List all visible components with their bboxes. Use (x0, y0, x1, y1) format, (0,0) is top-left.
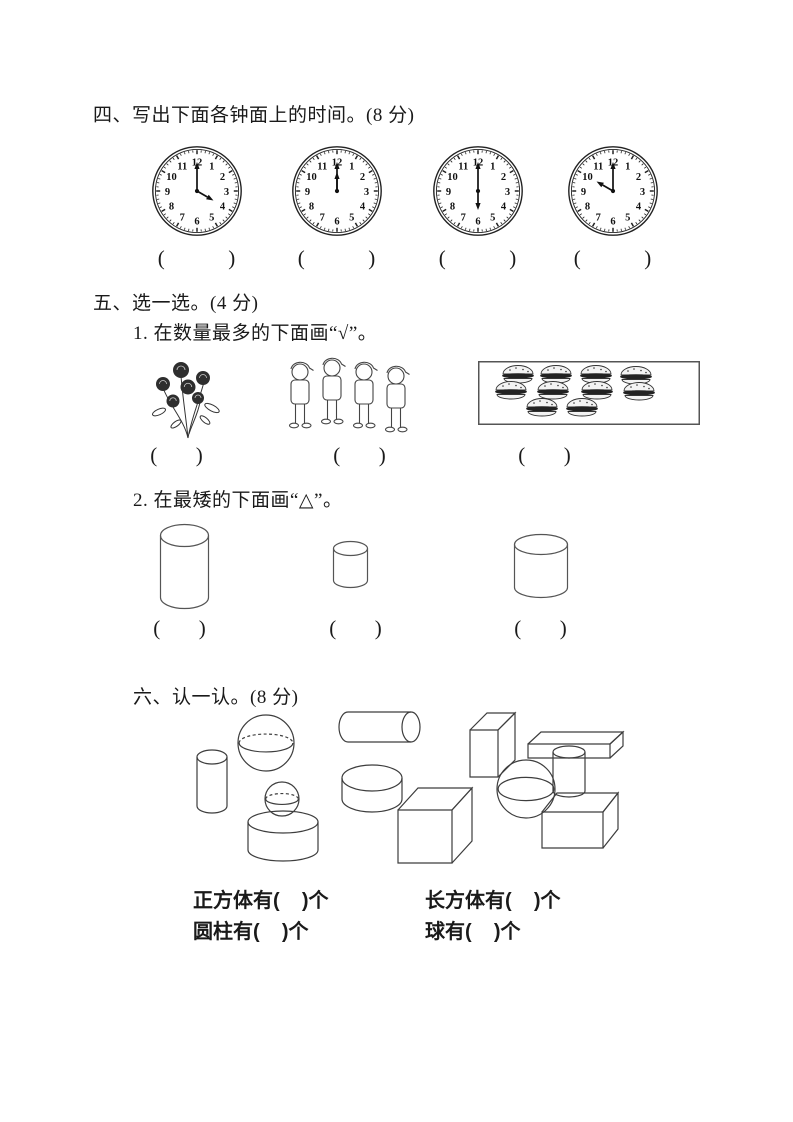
svg-text:5: 5 (349, 212, 354, 223)
answer-blank: ( ) (329, 616, 383, 640)
svg-text:7: 7 (320, 212, 325, 223)
svg-text:2: 2 (636, 172, 641, 183)
section5-q1-text: 1. 在数量最多的下面画“√”。 (133, 323, 378, 344)
cylinder-medium (513, 533, 569, 599)
answer-blank: ( ) (514, 616, 568, 640)
svg-text:6: 6 (194, 216, 199, 227)
svg-text:11: 11 (458, 161, 468, 172)
shapes-scene (190, 702, 690, 880)
answer-cylinder-count: 圆柱有( )个 (193, 921, 309, 943)
answer-blank: ( ) (573, 246, 653, 270)
svg-text:3: 3 (364, 187, 369, 198)
svg-text:8: 8 (169, 202, 174, 213)
svg-text:10: 10 (306, 172, 317, 183)
section4-title: 四、写出下面各钟面上的时间。(8 分) (93, 105, 415, 126)
section5-q2-text: 2. 在最矮的下面画“△”。 (133, 490, 343, 511)
svg-text:4: 4 (501, 202, 507, 213)
svg-text:4: 4 (220, 202, 226, 213)
section5-title: 五、选一选。(4 分) (93, 293, 259, 314)
svg-text:11: 11 (317, 161, 327, 172)
svg-text:4: 4 (636, 202, 642, 213)
answer-blank: ( ) (438, 246, 518, 270)
svg-text:4: 4 (360, 202, 366, 213)
svg-text:9: 9 (581, 187, 586, 198)
answer-blank: ( ) (333, 443, 387, 467)
svg-text:6: 6 (610, 216, 615, 227)
svg-text:10: 10 (447, 172, 458, 183)
svg-text:1: 1 (209, 161, 214, 172)
svg-text:10: 10 (166, 172, 177, 183)
svg-text:9: 9 (446, 187, 451, 198)
cylinder-tall (159, 523, 210, 610)
svg-text:8: 8 (309, 202, 314, 213)
svg-text:5: 5 (209, 212, 214, 223)
svg-text:11: 11 (177, 161, 187, 172)
svg-text:9: 9 (165, 187, 170, 198)
answer-blank: ( ) (297, 246, 377, 270)
svg-text:8: 8 (585, 202, 590, 213)
svg-text:11: 11 (593, 161, 603, 172)
svg-text:8: 8 (450, 202, 455, 213)
svg-text:2: 2 (501, 172, 506, 183)
svg-text:6: 6 (475, 216, 480, 227)
svg-text:9: 9 (305, 187, 310, 198)
answer-sphere-count: 球有( )个 (425, 921, 521, 943)
answer-blank: ( ) (157, 246, 237, 270)
svg-text:1: 1 (625, 161, 630, 172)
svg-text:5: 5 (490, 212, 495, 223)
svg-text:10: 10 (582, 172, 593, 183)
answer-blank: ( ) (150, 443, 204, 467)
svg-text:1: 1 (490, 161, 495, 172)
svg-text:3: 3 (224, 187, 229, 198)
answer-cube-count: 正方体有( )个 (193, 890, 329, 912)
flowers-image (148, 356, 228, 440)
svg-text:3: 3 (505, 187, 510, 198)
svg-text:2: 2 (360, 172, 365, 183)
answer-blank: ( ) (518, 443, 572, 467)
svg-text:1: 1 (349, 161, 354, 172)
answer-cuboid-count: 长方体有( )个 (425, 890, 561, 912)
svg-text:6: 6 (334, 216, 339, 227)
answer-blank: ( ) (153, 616, 207, 640)
svg-text:5: 5 (625, 212, 630, 223)
svg-text:7: 7 (596, 212, 601, 223)
svg-text:7: 7 (180, 212, 185, 223)
cylinder-short (332, 540, 369, 589)
children-image (282, 355, 417, 437)
svg-text:3: 3 (640, 187, 645, 198)
svg-text:7: 7 (461, 212, 466, 223)
svg-text:2: 2 (220, 172, 225, 183)
hamburgers-image (478, 361, 700, 425)
section6-title: 六、认一认。(8 分) (133, 687, 299, 708)
